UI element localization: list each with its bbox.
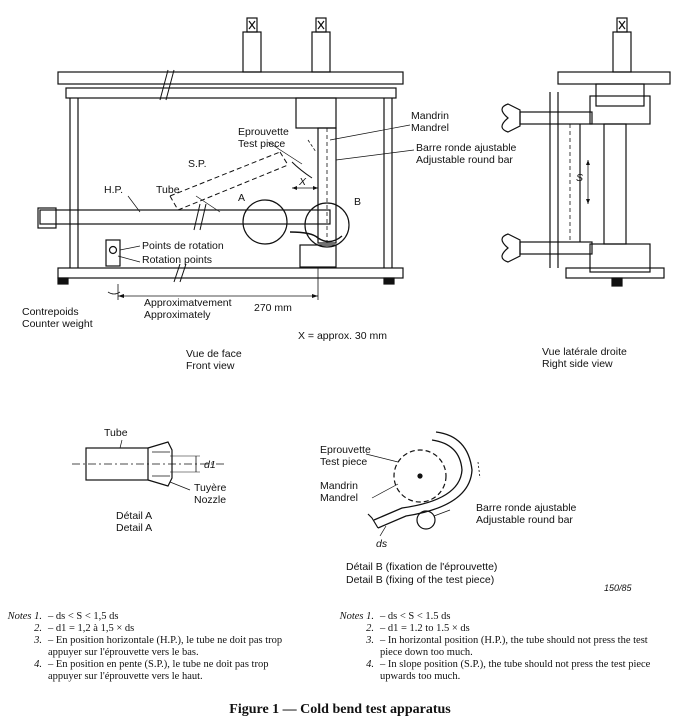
notes-english: Notes 1. – ds < S < 1.5 ds 2. – d1 = 1.2 t… — [302, 611, 672, 683]
side-lower-block — [589, 243, 651, 273]
figure-reference: 150/85 — [604, 583, 632, 593]
label-rotation-points: Rotation points — [142, 254, 213, 266]
label-points-rotation: Points de rotation — [142, 240, 224, 252]
top-knob-left — [242, 31, 262, 73]
notes-fr-4-num: 4. — [34, 659, 42, 670]
wing-nut-lower — [501, 233, 521, 263]
detail-a-nozzle — [147, 441, 173, 487]
side-upper-block — [589, 95, 651, 125]
top-knob-right-cap — [315, 17, 327, 33]
label-sp: S.P. — [188, 158, 207, 170]
label-x: X — [299, 176, 307, 188]
caption-detail-a-fr: Détail A — [116, 510, 153, 522]
notes-en-2: – d1 = 1.2 to 1.5 × ds — [380, 623, 470, 634]
label-d1: d1 — [204, 459, 216, 471]
caption-vue-laterale: Vue latérale droite — [542, 346, 627, 358]
label-eprouvette: Eprouvette — [238, 126, 289, 138]
label-detail-b-eprouvette: Eprouvette — [320, 444, 371, 456]
notes-en-3: – In horizontal position (H.P.), the tub… — [380, 635, 648, 658]
notes-en-head: Notes 1. — [339, 611, 374, 622]
wing-nut-upper — [501, 103, 521, 133]
caption-vue-de-face: Vue de face — [186, 348, 242, 360]
notes-fr-head: Notes 1. — [7, 611, 42, 622]
rotation-support — [105, 239, 121, 267]
top-plate — [57, 71, 404, 85]
notes-fr-2-num: 2. — [34, 623, 42, 634]
label-mandrin: Mandrin — [411, 110, 449, 122]
label-a: A — [238, 192, 246, 204]
label-contrepoids: Contrepoids — [22, 306, 79, 318]
detail-b-round-bar — [416, 510, 436, 530]
side-top-plate — [557, 71, 671, 85]
detail-a-tube — [85, 447, 149, 481]
label-detail-b-bar: Adjustable round bar — [476, 514, 573, 526]
notes-fr-3-num: 3. — [34, 635, 42, 646]
detail-a-circle — [242, 199, 288, 245]
detail-b-circle — [304, 202, 350, 248]
base-plate — [57, 267, 404, 279]
caption-front-view: Front view — [186, 360, 235, 372]
detail-a-drawing — [72, 439, 226, 491]
label-hp: H.P. — [104, 184, 124, 196]
label-ds: ds — [376, 538, 388, 550]
side-base — [565, 267, 665, 279]
caption-detail-b-fr: Détail B (fixation de l'éprouvette) — [346, 561, 498, 573]
label-270mm: 270 mm — [254, 302, 292, 314]
label-detail-b-mandrin: Mandrin — [320, 480, 358, 492]
tube-horizontal — [39, 209, 331, 225]
label-mandrel: Mandrel — [411, 122, 449, 134]
label-detail-a-tube: Tube — [104, 427, 128, 439]
label-detail-b-test-piece: Test piece — [320, 456, 368, 468]
side-mandrel — [603, 123, 627, 245]
front-view-drawing — [37, 17, 415, 300]
notes-en-4: – In slope position (S.P.), the tube sho… — [380, 659, 651, 682]
tube-end — [37, 207, 57, 229]
mandrel-holder — [295, 97, 337, 129]
top-knob-right — [311, 31, 331, 73]
top-plate-lower — [65, 87, 397, 99]
figure-caption: Figure 1 — Cold bend test apparatus — [229, 702, 451, 717]
label-tube: Tube — [156, 184, 180, 196]
label-approx-en: Approximately — [144, 309, 211, 321]
label-x-approx: X = approx. 30 mm — [298, 330, 387, 342]
detail-b-drawing — [365, 431, 481, 537]
top-knob-left-cap — [246, 17, 258, 33]
base-block — [299, 244, 337, 268]
notes-en-1: – ds < S < 1.5 ds — [380, 611, 451, 622]
label-bar: Adjustable round bar — [416, 154, 513, 166]
label-nozzle: Nozzle — [194, 494, 227, 506]
notes-en-4-num: 4. — [366, 659, 374, 670]
caption-right-side-view: Right side view — [542, 358, 613, 370]
caption-detail-b-en: Detail B (fixing of the test piece) — [346, 574, 495, 586]
label-test-piece: Test piece — [238, 138, 286, 150]
side-view-drawing — [501, 17, 671, 287]
detail-b-mandrel — [393, 449, 447, 503]
notes-french: Notes 1. – ds < S < 1,5 ds 2. – d1 = 1,2 à… — [0, 611, 315, 683]
label-detail-b-barre: Barre ronde ajustable — [476, 502, 577, 514]
label-tuyere: Tuyère — [194, 482, 227, 494]
notes-en-2-num: 2. — [366, 623, 374, 634]
caption-detail-a-en: Detail A — [116, 522, 153, 534]
label-s: S — [576, 172, 584, 184]
label-barre: Barre ronde ajustable — [416, 142, 517, 154]
notes-fr-1: – ds < S < 1,5 ds — [48, 611, 119, 622]
notes-en-3-num: 3. — [366, 635, 374, 646]
label-counter-weight: Counter weight — [22, 318, 93, 330]
label-approx-fr: Approximatvement — [144, 297, 232, 309]
notes-fr-2: – d1 = 1,2 à 1,5 × ds — [48, 623, 135, 634]
label-detail-b-mandrel: Mandrel — [320, 492, 358, 504]
notes-fr-3: – En position horizontale (H.P.), le tub… — [48, 635, 283, 658]
notes-fr-4: – En position en pente (S.P.), le tube n… — [48, 659, 269, 682]
label-b: B — [354, 196, 362, 208]
